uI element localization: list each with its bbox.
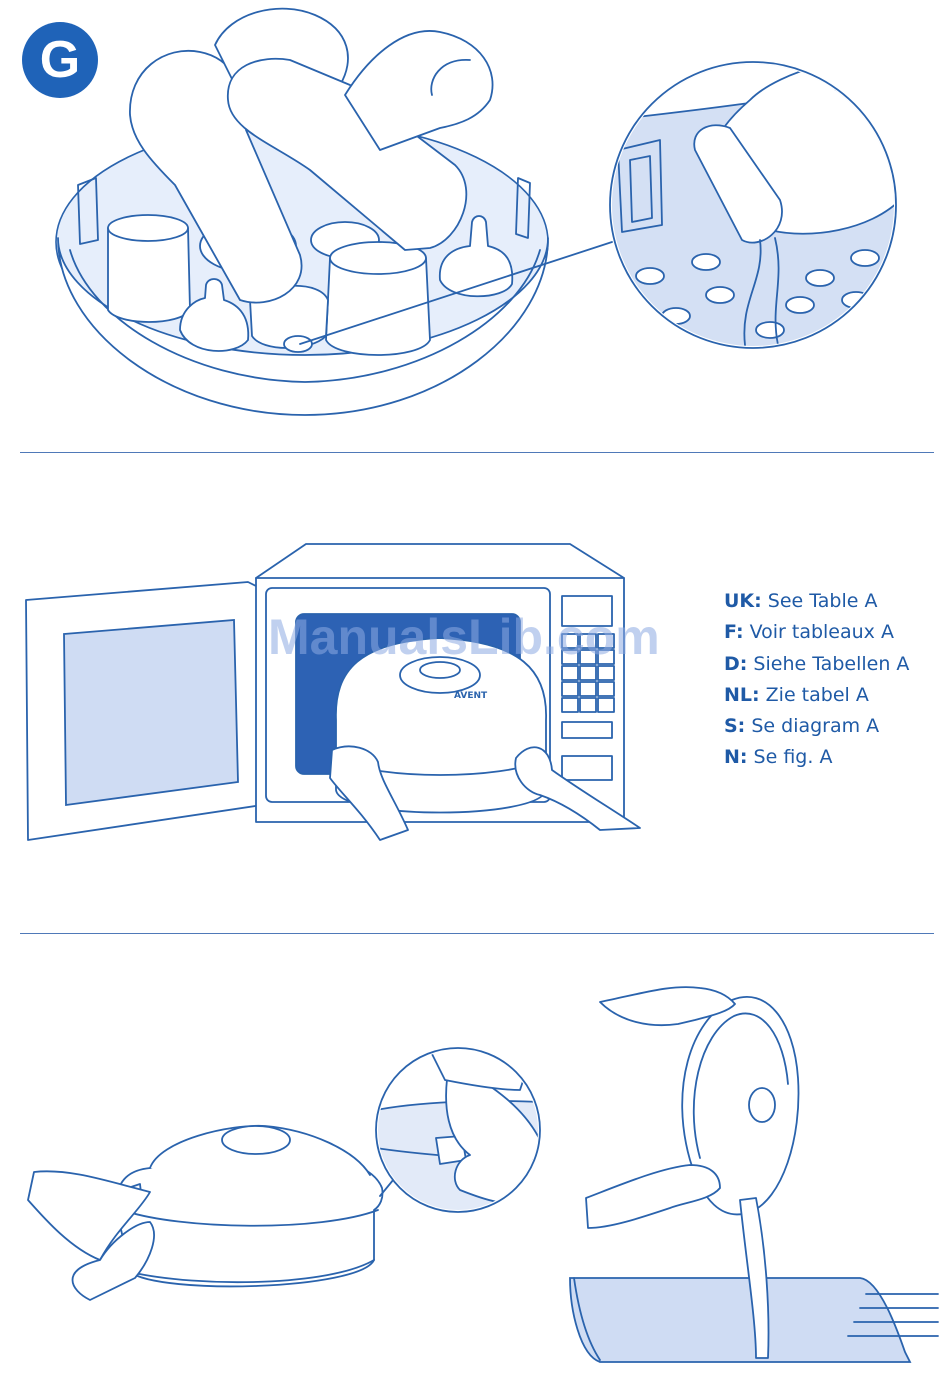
lang-row-f: F: Voir tableaux A [724,617,909,648]
lang-row-uk: UK: See Table A [724,586,909,617]
illustration-loaded-steriliser [0,0,950,440]
section-divider-2 [20,933,934,934]
lang-text: Zie tabel A [766,684,869,706]
lang-text: Voir tableaux A [750,621,894,643]
lang-text: Se fig. A [754,746,833,768]
lang-row-d: D: Siehe Tabellen A [724,649,909,680]
lang-code: S: [724,715,745,737]
lang-code: F: [724,621,744,643]
illustration-microwave: AVENT [0,530,700,860]
language-reference-list: UK: See Table A F: Voir tableaux A D: Si… [724,586,909,774]
lang-code: UK: [724,590,762,612]
lang-code: N: [724,746,748,768]
lang-row-nl: NL: Zie tabel A [724,680,909,711]
lang-row-n: N: Se fig. A [724,742,909,773]
lang-text: Siehe Tabellen A [753,653,909,675]
steriliser-brand-label: AVENT [454,691,488,701]
lang-text: See Table A [768,590,878,612]
section-divider-1 [20,452,934,453]
lang-text: Se diagram A [751,715,879,737]
lang-code: D: [724,653,747,675]
illustration-emptying-water [560,960,950,1384]
lang-row-s: S: Se diagram A [724,711,909,742]
lang-code: NL: [724,684,760,706]
illustration-carrying-steriliser [0,960,560,1384]
watermark: ManualsLib.com [268,608,660,666]
